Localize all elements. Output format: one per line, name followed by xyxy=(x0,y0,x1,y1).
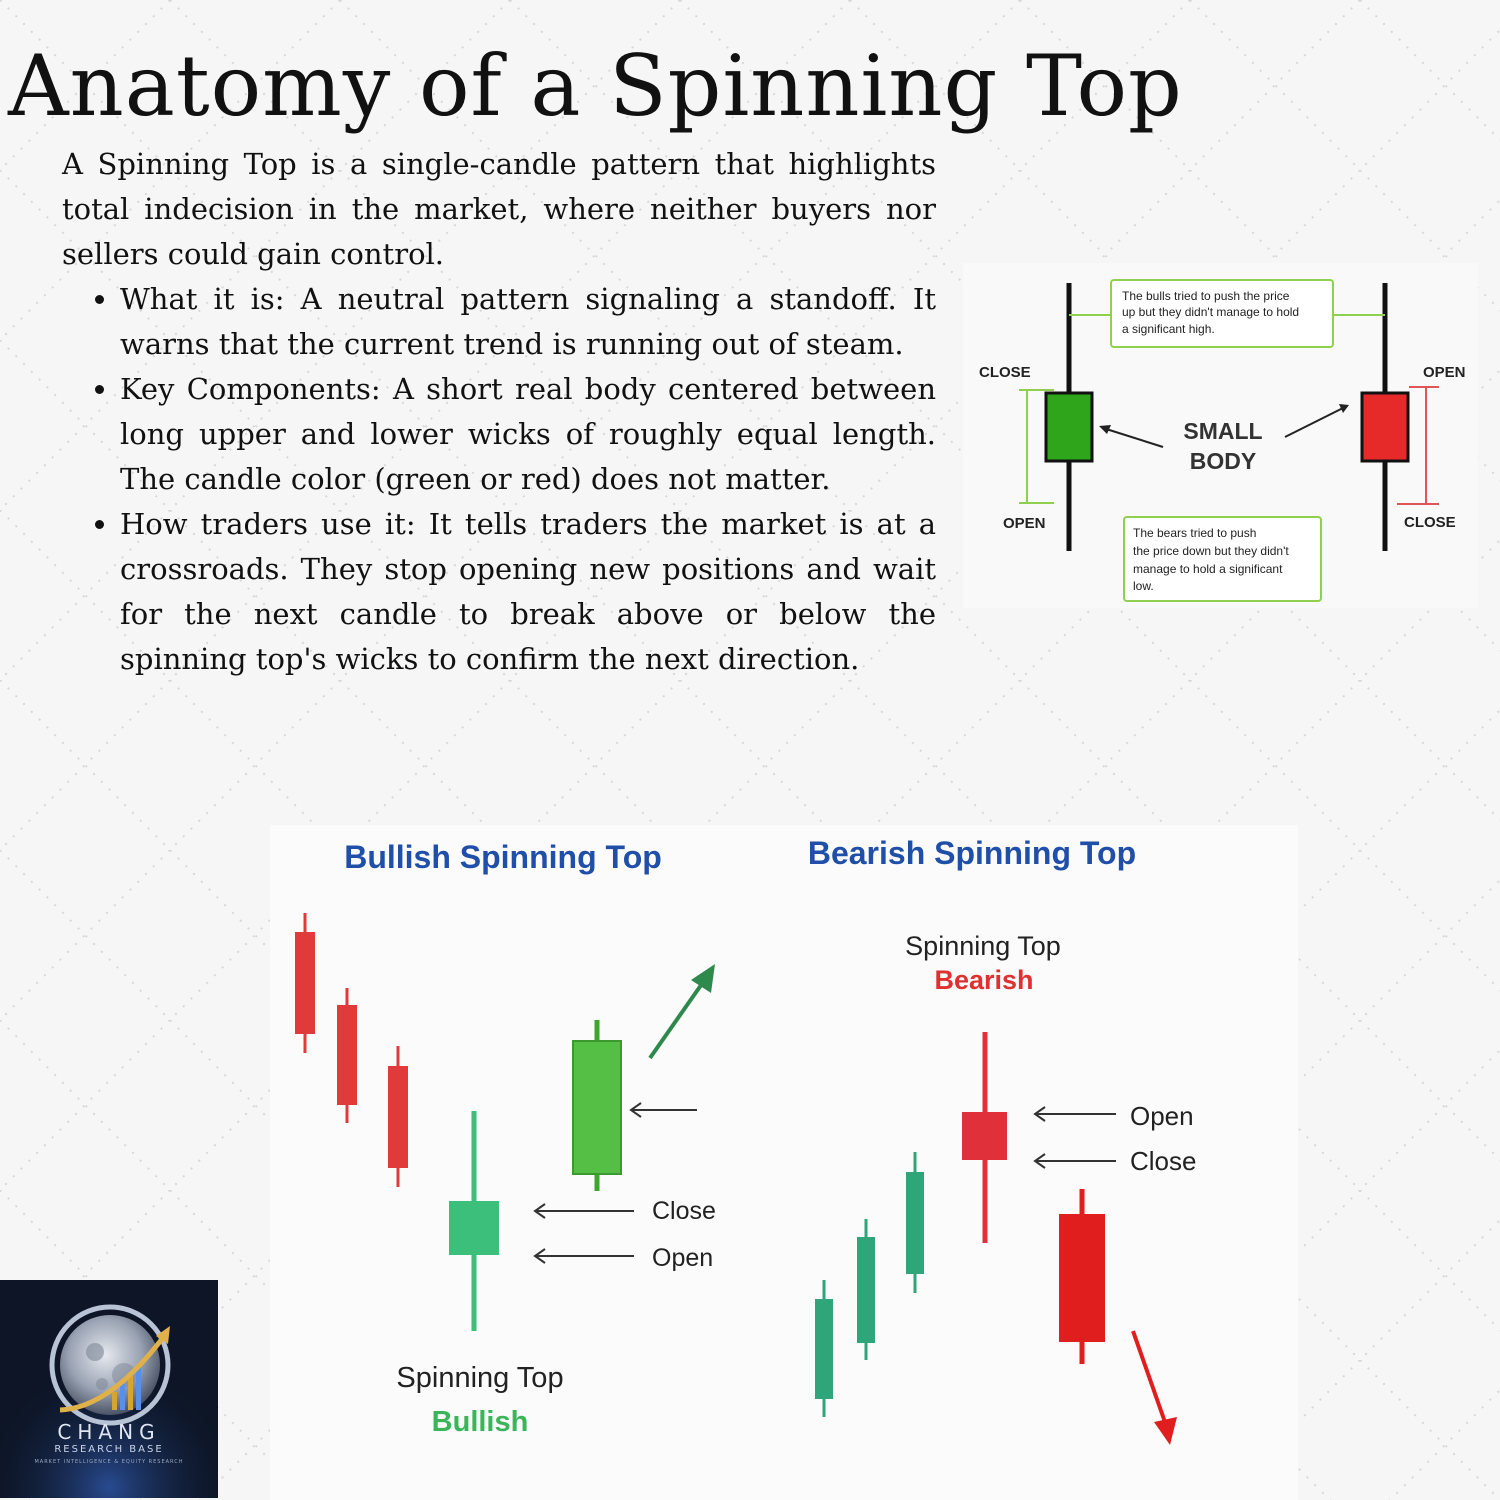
downtrend-arrow xyxy=(1131,1330,1168,1426)
bullet-what-it-is: What it is: A neutral pattern signaling … xyxy=(120,277,936,367)
description: A Spinning Top is a single-candle patter… xyxy=(62,142,936,682)
bullish-candle-1 xyxy=(295,913,315,1053)
bearish-candle-2 xyxy=(857,1219,875,1360)
bearish-open-label: Open xyxy=(1130,1101,1194,1131)
bullish-candle-3 xyxy=(388,1046,408,1187)
bulls-note-line2: up but they didn't manage to hold xyxy=(1122,305,1299,319)
bullet-how-traders-use: How traders use it: It tells traders the… xyxy=(120,502,936,682)
logo-title: CHANG xyxy=(57,1420,161,1444)
bearish-candle-1 xyxy=(815,1280,833,1417)
bears-note-line4: low. xyxy=(1133,579,1154,593)
intro-paragraph: A Spinning Top is a single-candle patter… xyxy=(62,147,936,271)
page-title: Anatomy of a Spinning Top xyxy=(8,37,1183,135)
bulls-note-line3: a significant high. xyxy=(1122,322,1215,336)
bearish-heading: Bearish Spinning Top xyxy=(808,835,1136,871)
bullish-caption-line1: Spinning Top xyxy=(396,1362,563,1394)
bulls-callout xyxy=(1110,279,1334,348)
anatomy-diagram: CLOSE OPEN OPEN CLOSE SMALL BODY The bul… xyxy=(963,263,1478,608)
bearish-close-label: Close xyxy=(1130,1146,1196,1176)
logo-subtitle: RESEARCH BASE xyxy=(54,1444,164,1455)
bearish-caption-line1: Spinning Top xyxy=(905,931,1061,961)
bulls-note-line1: The bulls tried to push the price xyxy=(1122,289,1290,303)
bearish-confirmation-candle xyxy=(1059,1189,1105,1364)
bears-callout xyxy=(1123,516,1322,602)
right-candle-body xyxy=(1360,391,1410,463)
bears-note-line2: the price down but they didn't xyxy=(1133,544,1289,558)
bullish-caption-line2: Bullish xyxy=(432,1406,529,1438)
right-close-label: CLOSE xyxy=(1404,514,1456,531)
uptrend-arrow xyxy=(648,976,708,1060)
logo-tagline: MARKET INTELLIGENCE & EQUITY RESEARCH xyxy=(34,1459,184,1465)
right-open-label: OPEN xyxy=(1423,364,1466,381)
bears-note-line1: The bears tried to push xyxy=(1133,526,1256,540)
bullish-open-label: Open xyxy=(652,1244,713,1272)
bearish-panel: Bearish Spinning Top Spinning Top Bearis… xyxy=(780,825,1298,1500)
bullish-close-label: Close xyxy=(652,1197,716,1225)
moon-chart-emblem xyxy=(0,1280,218,1498)
chang-research-logo xyxy=(0,1280,218,1498)
left-close-label: CLOSE xyxy=(979,364,1031,381)
bullish-candle-2 xyxy=(337,988,357,1123)
bearish-candle-3 xyxy=(906,1152,924,1293)
bears-note-line3: manage to hold a significant xyxy=(1133,562,1283,576)
left-candle-body xyxy=(1044,391,1094,463)
small-body-line1: SMALL xyxy=(1183,418,1262,444)
bearish-caption-line2: Bearish xyxy=(934,965,1033,995)
small-body-line2: BODY xyxy=(1190,448,1256,474)
bullish-confirmation-candle xyxy=(572,1020,622,1191)
bullet-key-components: Key Components: A short real body center… xyxy=(120,367,936,502)
bullish-spinning-top-candle xyxy=(449,1111,499,1331)
bullish-heading: Bullish Spinning Top xyxy=(344,839,662,875)
bearish-spinning-top-candle xyxy=(962,1032,1007,1243)
left-open-label: OPEN xyxy=(1003,515,1046,532)
bullet-list: What it is: A neutral pattern signaling … xyxy=(62,277,936,682)
bullish-panel: Bullish Spinning Top Close Open Spinning… xyxy=(270,825,780,1500)
